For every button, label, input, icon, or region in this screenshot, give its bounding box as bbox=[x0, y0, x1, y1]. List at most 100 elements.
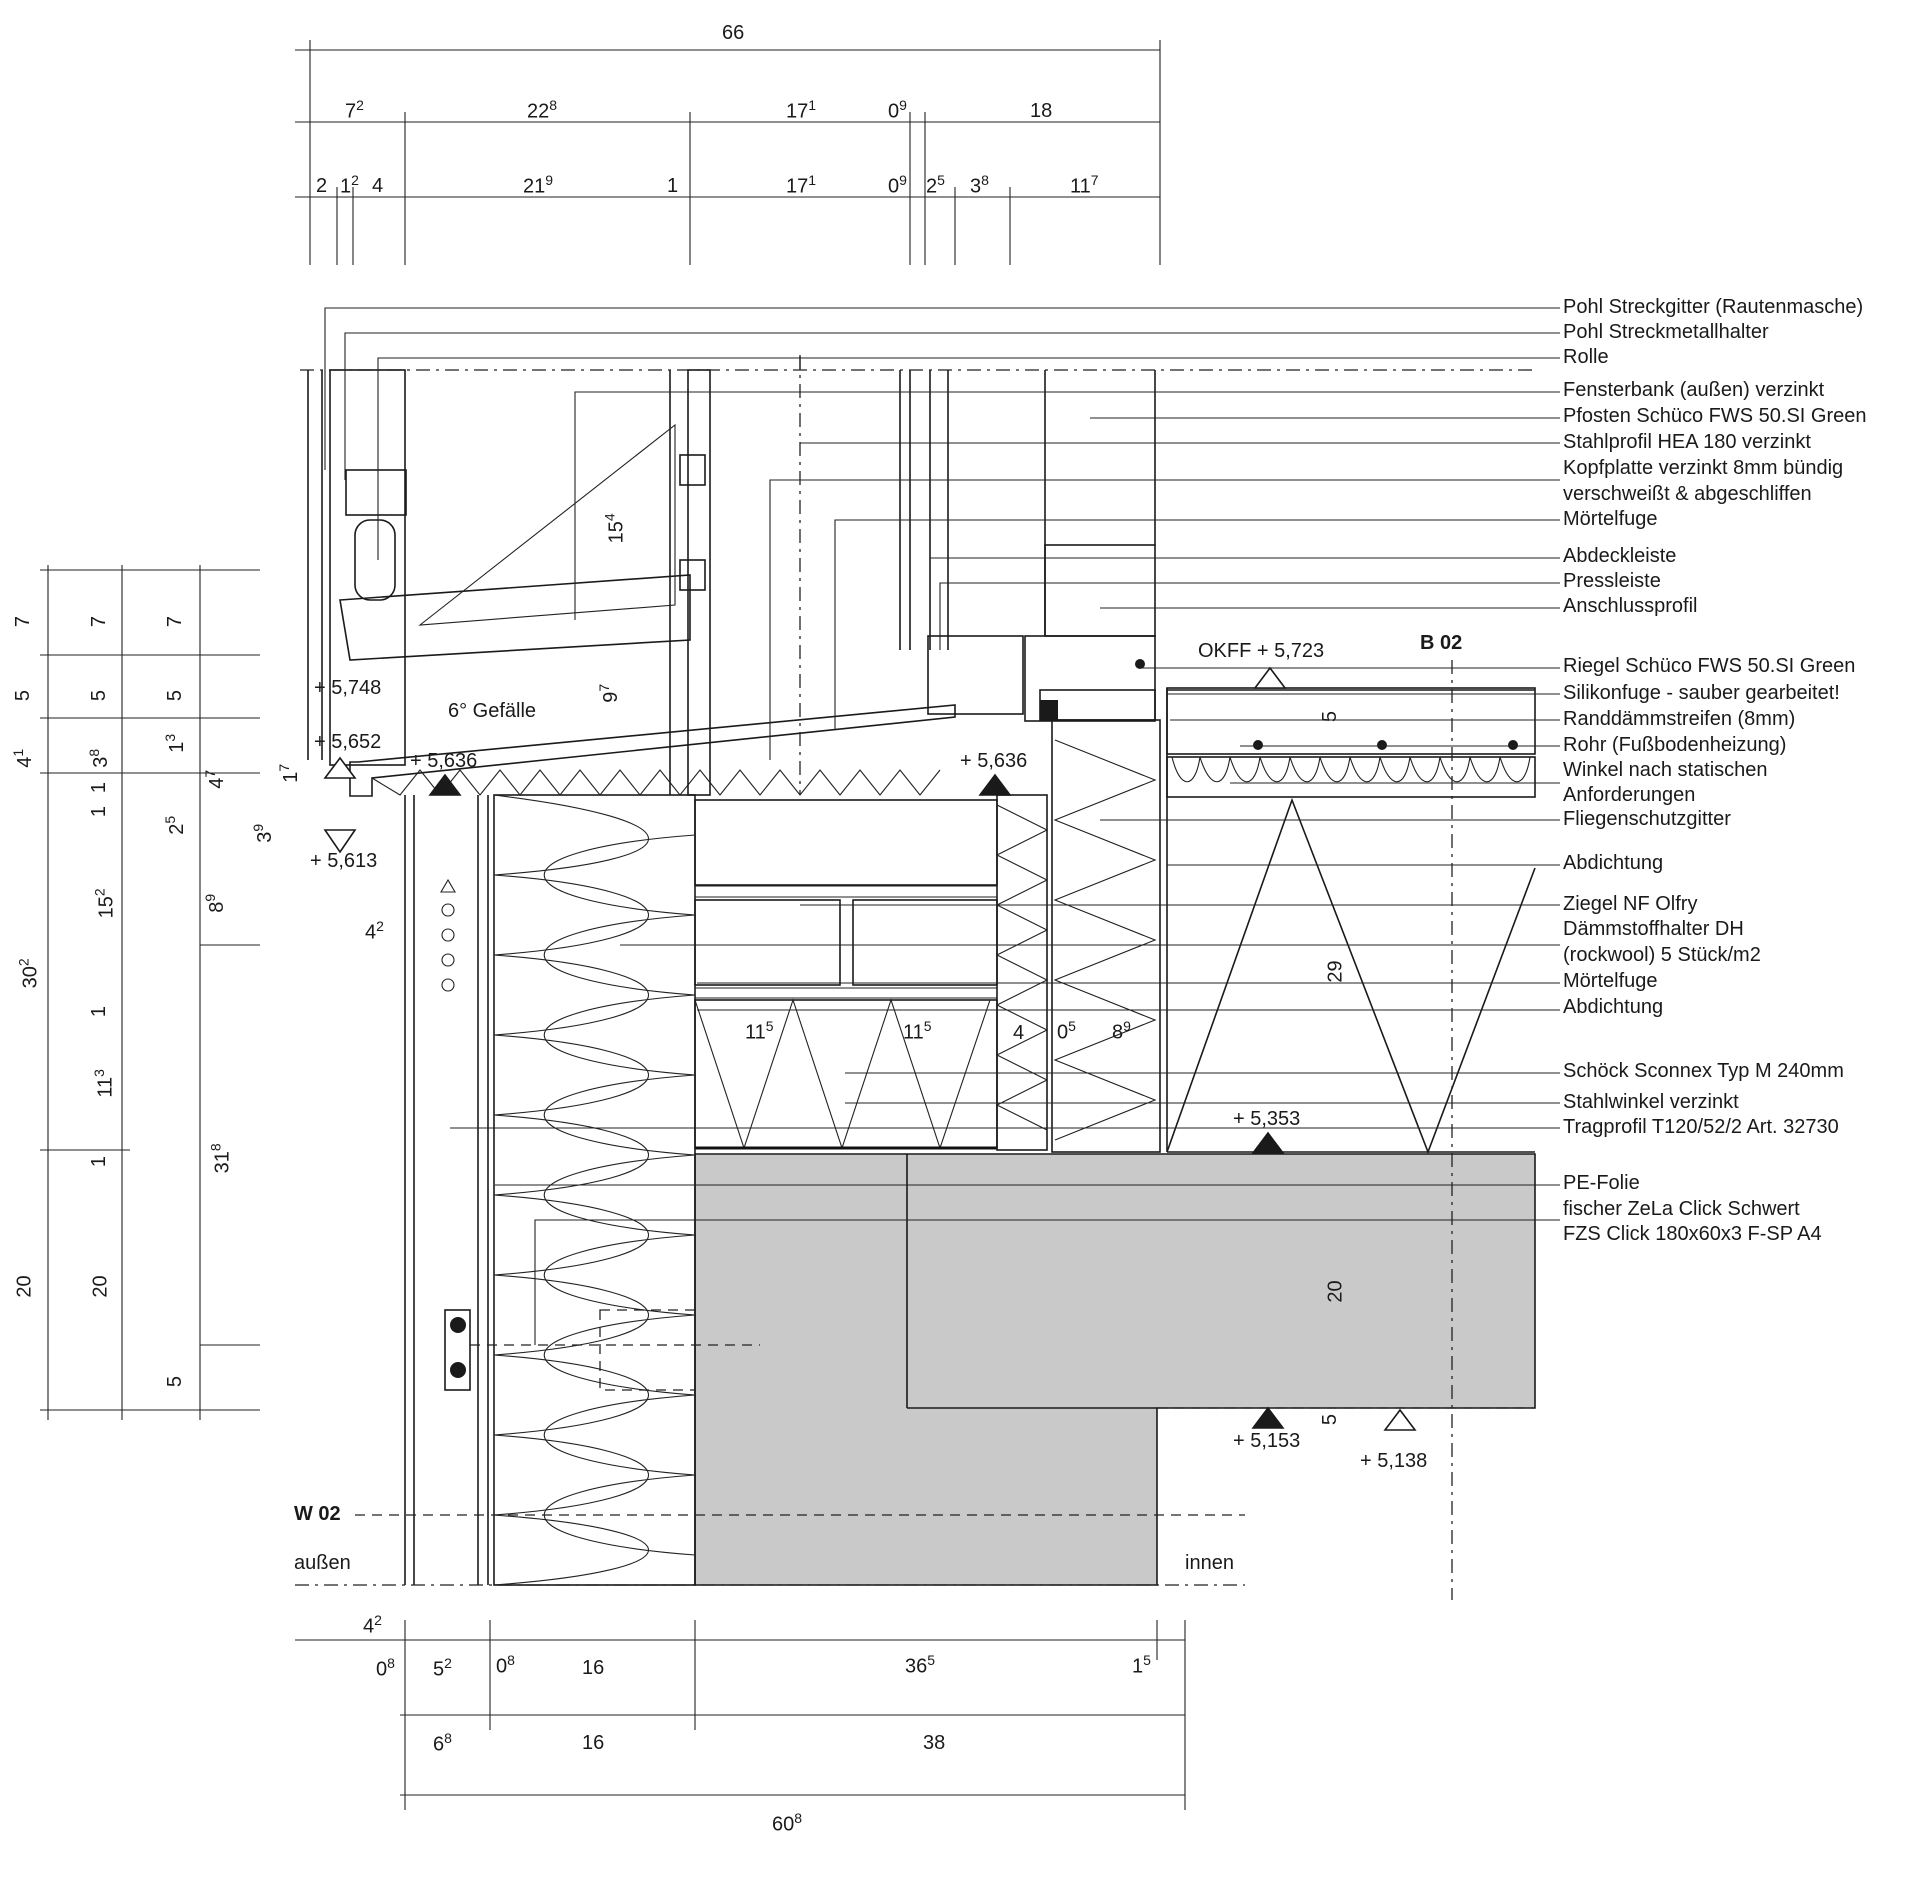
callout-label: Winkel nach statischen bbox=[1563, 759, 1768, 781]
callout-label: Mörtelfuge bbox=[1563, 508, 1658, 530]
dim-text: 7 bbox=[12, 615, 35, 628]
dim-text: 38 bbox=[86, 748, 112, 768]
dim-text: 154 bbox=[601, 513, 628, 544]
dim-text: 4 bbox=[372, 175, 384, 197]
callout-label: Silikonfuge - sauber gearbeitet! bbox=[1563, 682, 1840, 704]
callout-label: Fensterbank (außen) verzinkt bbox=[1563, 379, 1825, 401]
callout-label: FZS Click 180x60x3 F-SP A4 bbox=[1563, 1223, 1822, 1245]
dim-text: 15 bbox=[1132, 1652, 1151, 1678]
callout-label: Tragprofil T120/52/2 Art. 32730 bbox=[1563, 1116, 1839, 1138]
level-markers bbox=[323, 666, 1417, 1431]
dim-text: 09 bbox=[888, 97, 907, 123]
callout-label: Rohr (Fußbodenheizung) bbox=[1563, 734, 1787, 756]
dim-text: 4 bbox=[1013, 1022, 1025, 1044]
dim-text: 5 bbox=[88, 689, 111, 702]
concrete-slab bbox=[695, 1154, 1535, 1585]
outside-label: außen bbox=[294, 1552, 351, 1574]
dim-text: 13 bbox=[162, 733, 188, 753]
dim-text: 1 bbox=[88, 781, 111, 794]
heating-pipes bbox=[1253, 740, 1518, 750]
dim-text: 171 bbox=[786, 172, 817, 198]
dim-text: 41 bbox=[10, 748, 36, 768]
level-label: + 5,353 bbox=[1233, 1108, 1301, 1130]
callout-label: Pressleiste bbox=[1563, 570, 1661, 592]
callout-label: Randdämmstreifen (8mm) bbox=[1563, 708, 1796, 730]
dim-text: 08 bbox=[376, 1655, 395, 1681]
dim-text: 20 bbox=[1324, 1280, 1347, 1303]
impact-insulation bbox=[1166, 756, 1536, 798]
callout-label: (rockwool) 5 Stück/m2 bbox=[1563, 944, 1761, 966]
callout-label: PE-Folie bbox=[1563, 1172, 1640, 1194]
dimension-lines bbox=[40, 40, 1186, 1810]
wall-insulation bbox=[493, 794, 696, 1586]
callout-label: Stahlprofil HEA 180 verzinkt bbox=[1563, 431, 1811, 453]
insulation-loops bbox=[493, 794, 696, 1586]
dim-text: 20 bbox=[13, 1275, 36, 1298]
dim-text: 5 bbox=[164, 1375, 187, 1388]
callout-label: Fliegenschutzgitter bbox=[1563, 808, 1731, 830]
callout-leaders bbox=[324, 307, 1560, 1345]
level-label: + 5,748 bbox=[314, 677, 382, 699]
callout-label: Abdichtung bbox=[1563, 996, 1664, 1018]
level-label: + 5,153 bbox=[1233, 1430, 1301, 1452]
dim-text: 17 bbox=[276, 763, 302, 783]
dim-text: 12 bbox=[340, 172, 359, 198]
dim-text: 38 bbox=[923, 1732, 946, 1754]
brick-course bbox=[694, 799, 998, 886]
dim-text: 152 bbox=[91, 888, 118, 919]
dim-text: 1 bbox=[667, 175, 679, 197]
dim-text: 318 bbox=[207, 1143, 234, 1174]
dim-text: 72 bbox=[345, 97, 364, 123]
brick-course bbox=[852, 899, 998, 986]
level-label: + 5,138 bbox=[1360, 1450, 1428, 1472]
callout-label: Anschlussprofil bbox=[1563, 595, 1698, 617]
callout-label: Pfosten Schüco FWS 50.SI Green bbox=[1563, 405, 1867, 427]
ventilation-symbols bbox=[440, 878, 456, 992]
axis-label-b02: B 02 bbox=[1420, 632, 1463, 654]
callout-label: verschweißt & abgeschliffen bbox=[1563, 483, 1812, 505]
dim-text: 20 bbox=[89, 1275, 112, 1298]
dim-text: 2 bbox=[316, 175, 328, 197]
dim-text: 115 bbox=[745, 1018, 774, 1044]
dim-text: 52 bbox=[433, 1655, 452, 1681]
dim-text: 47 bbox=[202, 769, 228, 789]
window-sill bbox=[349, 704, 956, 797]
floor-insulation-zigzag bbox=[1166, 797, 1536, 1155]
steel-bracket bbox=[339, 574, 691, 661]
callout-label: Riegel Schüco FWS 50.SI Green bbox=[1563, 655, 1856, 677]
dim-text: 42 bbox=[363, 1612, 382, 1638]
transom-cap bbox=[1044, 544, 1156, 637]
callout-label: Rolle bbox=[1563, 346, 1609, 368]
dim-text: 89 bbox=[202, 893, 228, 913]
dim-text: 5 bbox=[164, 689, 187, 702]
screed bbox=[1166, 687, 1536, 755]
dim-text: 7 bbox=[164, 615, 187, 628]
dim-text: 5 bbox=[1319, 710, 1342, 723]
dim-text: 5 bbox=[1319, 1413, 1342, 1426]
callout-label: Stahlwinkel verzinkt bbox=[1563, 1091, 1739, 1113]
dim-text: 117 bbox=[1070, 172, 1099, 198]
callout-label: Kopfplatte verzinkt 8mm bündig bbox=[1563, 457, 1844, 479]
callout-label: Pohl Streckmetallhalter bbox=[1563, 321, 1769, 343]
mullion bbox=[687, 369, 711, 796]
slope-label: 6° Gefälle bbox=[448, 700, 537, 722]
dim-text: 39 bbox=[250, 823, 276, 843]
level-label: OKFF + 5,723 bbox=[1198, 640, 1325, 662]
axis-label-w02: W 02 bbox=[294, 1503, 341, 1525]
dim-text: 18 bbox=[1030, 100, 1053, 122]
callout-label: Anforderungen bbox=[1563, 784, 1696, 806]
inside-label: innen bbox=[1185, 1552, 1234, 1574]
dim-text: 16 bbox=[582, 1732, 605, 1754]
level-label: + 5,636 bbox=[960, 750, 1028, 772]
dim-text: 97 bbox=[596, 683, 622, 703]
dim-overall-bottom: 608 bbox=[772, 1810, 803, 1836]
dim-text: 25 bbox=[926, 172, 945, 198]
dim-text: 302 bbox=[15, 958, 42, 989]
dim-text: 42 bbox=[365, 918, 384, 944]
dim-text: 228 bbox=[527, 97, 558, 123]
level-label: + 5,652 bbox=[314, 731, 382, 753]
dim-text: 25 bbox=[162, 815, 188, 835]
dim-text: 16 bbox=[582, 1657, 605, 1679]
dim-overall-top: 66 bbox=[722, 22, 745, 44]
